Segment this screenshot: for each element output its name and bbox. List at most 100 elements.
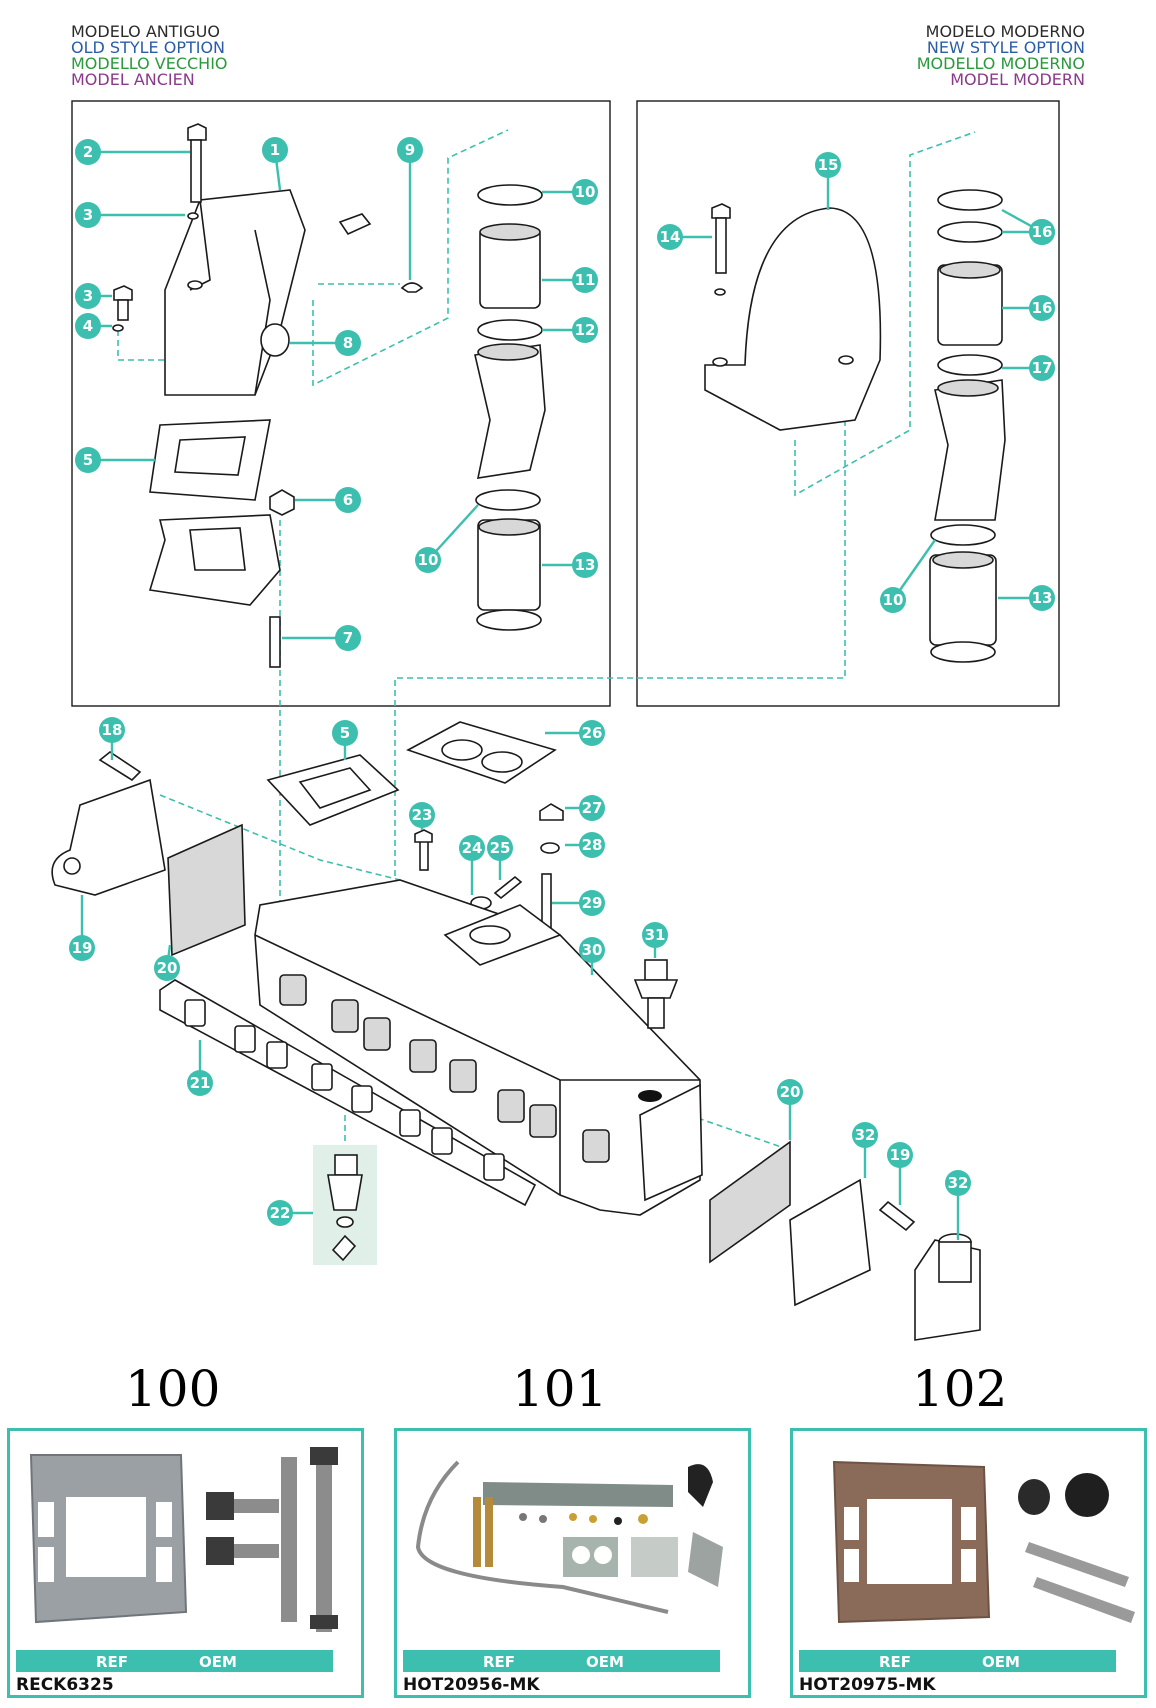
callout-number: 2: [83, 143, 93, 161]
callout-16: 16: [1002, 295, 1055, 321]
callout-28: 28: [565, 832, 605, 858]
callout-badge: [579, 720, 605, 746]
callout-badge: [415, 547, 441, 573]
callout-badge: [335, 487, 361, 513]
callout-badge: [75, 447, 101, 473]
callout-number: 32: [948, 1174, 969, 1192]
callout-3: 3: [75, 283, 112, 309]
old-style-frame: [71, 100, 611, 707]
callout-number: 18: [102, 721, 123, 739]
callout-number: 1: [270, 141, 280, 159]
callout-number: 12: [575, 321, 596, 339]
callout-number: 17: [1032, 359, 1053, 377]
callout-26: 26: [545, 720, 605, 746]
kit-card-101[interactable]: REF OEM HOT20956-MK: [394, 1428, 751, 1698]
old-style-header: MODELO ANTIGUO OLD STYLE OPTION MODELLO …: [71, 24, 228, 88]
callout-badge: [335, 330, 361, 356]
callout-badge: [75, 283, 101, 309]
callout-number: 28: [582, 836, 603, 854]
header-fr: MODEL MODERN: [950, 70, 1085, 89]
kit-label-bar: REF OEM: [799, 1650, 1116, 1672]
callout-badge: [99, 717, 125, 743]
gasket-20-left: [167, 823, 246, 957]
callout-13: 13: [542, 552, 598, 578]
callout-badge: [262, 137, 288, 163]
fitting-31: [633, 959, 679, 1029]
callout-badge: [1029, 219, 1055, 245]
callout-3: 3: [75, 202, 185, 228]
callout-number: 32: [855, 1126, 876, 1144]
kit-ref-102: HOT20975-MK: [799, 1675, 936, 1695]
callout-badge: [1029, 585, 1055, 611]
callout-number: 19: [72, 939, 93, 957]
callout-number: 19: [890, 1146, 911, 1164]
callout-20: 20: [777, 1079, 803, 1140]
callout-badge: [75, 202, 101, 228]
callout-badge: [572, 179, 598, 205]
callout-badge: [777, 1079, 803, 1105]
elbow-32: [914, 1233, 981, 1341]
callout-badge: [657, 224, 683, 250]
nut-6: [269, 489, 295, 516]
callout-number: 24: [462, 839, 483, 857]
callout-badge: [335, 625, 361, 651]
hose-stack-old: [474, 184, 546, 631]
gasket-5-lower: [266, 754, 400, 826]
callout-number: 3: [83, 206, 93, 224]
gasket-5-upper: [149, 419, 271, 501]
callout-number: 3: [83, 287, 93, 305]
header-es: MODELO MODERNO: [925, 22, 1085, 41]
kit-ref-100: RECK6325: [16, 1675, 114, 1695]
callout-badge: [409, 802, 435, 828]
bolt-14: [711, 203, 731, 296]
callout-badge: [579, 890, 605, 916]
callout-number: 25: [490, 839, 511, 857]
exploded-parts-diagram: .p { fill:#fff; stroke:#1a1a1a; stroke-w…: [51, 100, 1060, 1341]
oem-label: OEM: [586, 1653, 624, 1671]
bolt-18: [98, 751, 142, 782]
callout-2: 2: [75, 139, 190, 165]
callout-number: 14: [660, 228, 681, 246]
callout-badge: [945, 1170, 971, 1196]
callout-number: 29: [582, 894, 603, 912]
callout-12: 12: [542, 317, 598, 343]
bolt-2: [187, 123, 207, 220]
callout-31: 31: [642, 922, 668, 958]
callout-number: 4: [83, 317, 93, 335]
callout-badge: [397, 137, 423, 163]
kit-card-102[interactable]: REF OEM HOT20975-MK: [790, 1428, 1147, 1698]
callout-18: 18: [99, 717, 125, 760]
kit-ref-101: HOT20956-MK: [403, 1675, 540, 1695]
callout-badge: [887, 1142, 913, 1168]
callout-badge: [69, 935, 95, 961]
callout-layer: 1233456789101112101314151616171610131852…: [69, 137, 1055, 1240]
ref-label: REF: [879, 1653, 912, 1671]
callout-5: 5: [332, 720, 358, 760]
ref-label: REF: [96, 1653, 129, 1671]
callout-number: 30: [582, 941, 603, 959]
callout-15: 15: [815, 152, 841, 210]
callout-5: 5: [75, 447, 155, 473]
callout-badge: [815, 152, 841, 178]
callout-badge: [459, 835, 485, 861]
callout-number: 15: [818, 156, 839, 174]
kit-card-100[interactable]: REF OEM RECK6325: [7, 1428, 364, 1698]
oem-label: OEM: [982, 1653, 1020, 1671]
ref-label: REF: [483, 1653, 516, 1671]
callout-10: 10: [880, 539, 936, 613]
callout-badge: [267, 1200, 293, 1226]
header-fr: MODEL ANCIEN: [71, 70, 195, 89]
callout-number: 31: [645, 926, 666, 944]
callout-number: 6: [343, 491, 353, 509]
callout-9: 9: [397, 137, 423, 280]
callout-30: 30: [579, 937, 605, 975]
kit-label-bar: REF OEM: [16, 1650, 333, 1672]
kit-number-101: 101: [512, 1360, 608, 1418]
callout-10: 10: [415, 504, 479, 573]
callout-6: 6: [295, 487, 361, 513]
callout-badge: [572, 267, 598, 293]
callout-badge: [487, 835, 513, 861]
bolt-4: [112, 285, 133, 332]
callout-number: 22: [270, 1204, 291, 1222]
kit-number-100: 100: [125, 1360, 221, 1418]
